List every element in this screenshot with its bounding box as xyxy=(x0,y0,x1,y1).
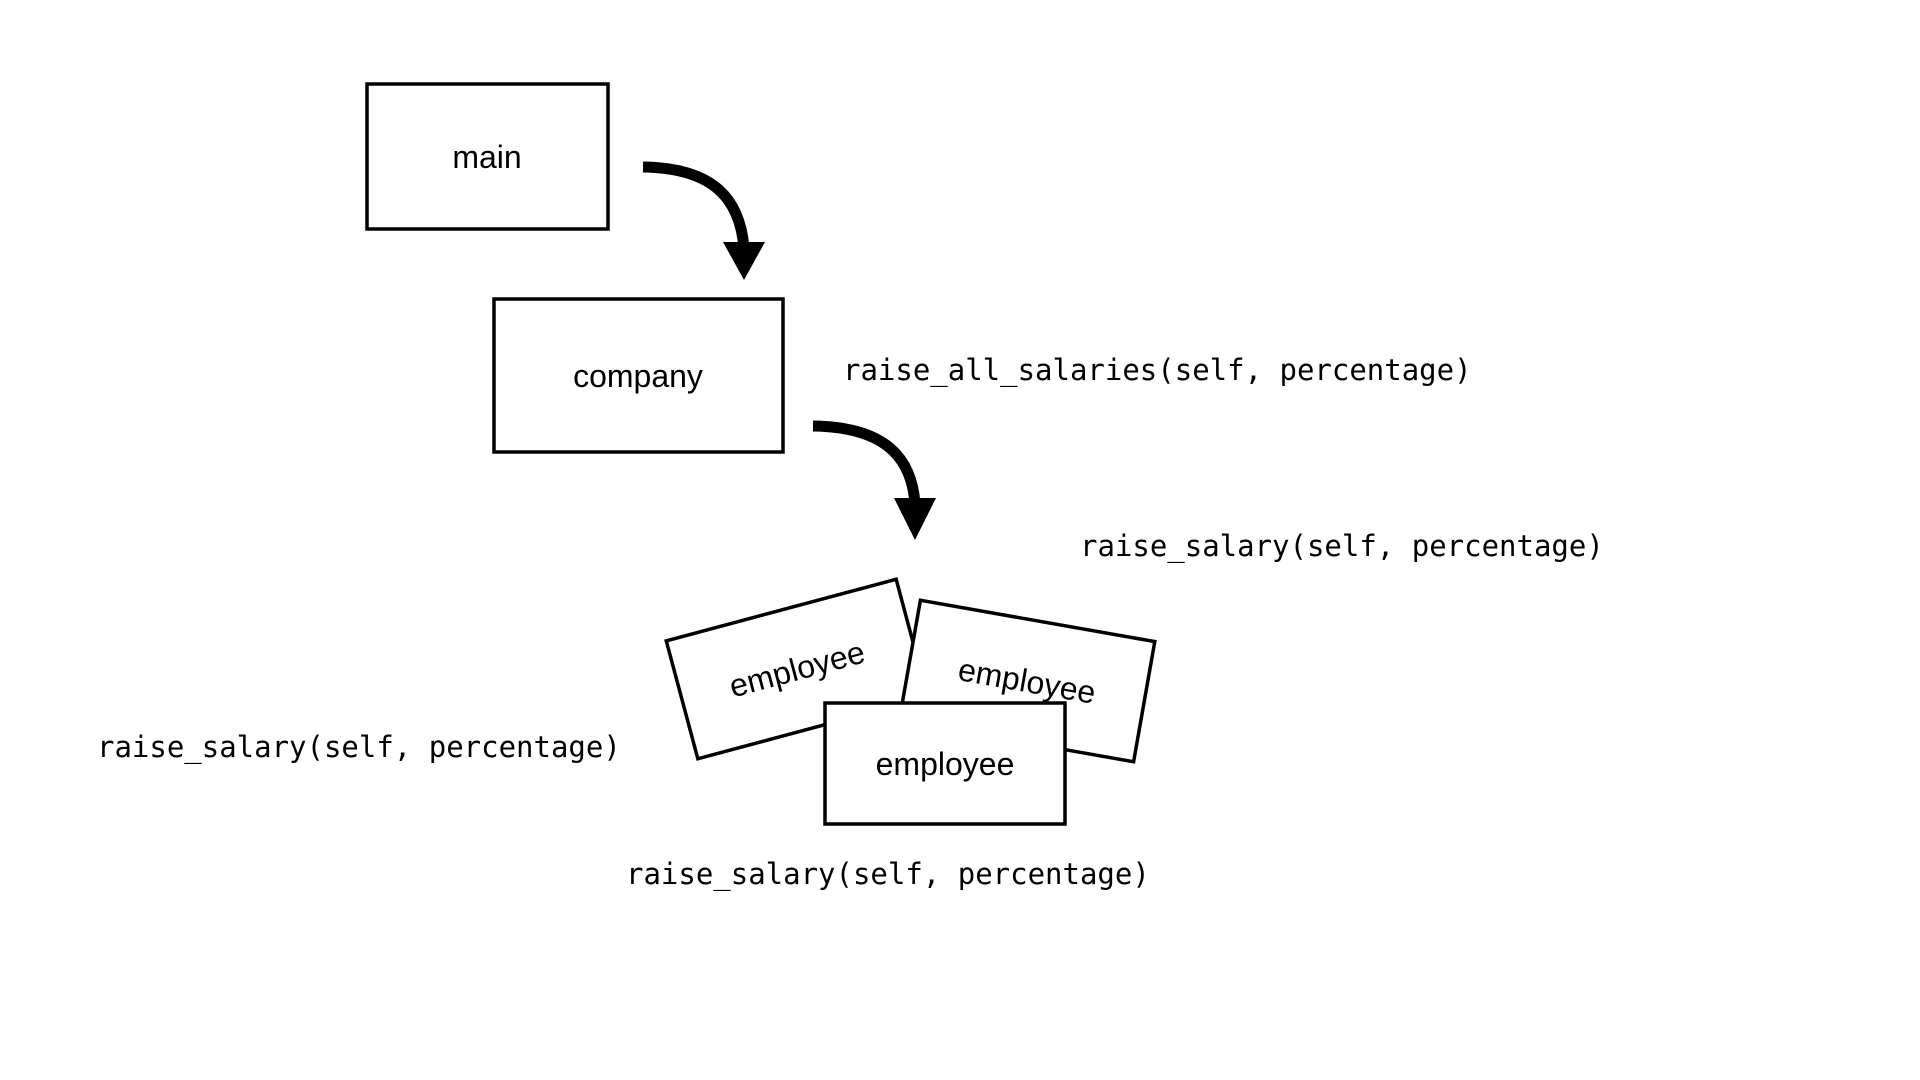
employee-front-label: employee xyxy=(876,746,1015,782)
call-arrow-company-to-employees xyxy=(812,420,936,540)
main-node: main xyxy=(365,82,610,231)
main-label: main xyxy=(452,139,521,175)
company-label: company xyxy=(573,358,703,394)
company-node: company xyxy=(492,297,785,454)
company-method-label: raise_all_salaries(self, percentage) xyxy=(843,353,1472,388)
employee-front-method-label: raise_salary(self, percentage) xyxy=(626,857,1150,892)
employee-left-method-label: raise_salary(self, percentage) xyxy=(97,730,621,765)
employee-node-front: employee xyxy=(823,701,1067,826)
call-arrow-main-to-company xyxy=(642,161,765,280)
employee-right-method-label: raise_salary(self, percentage) xyxy=(1080,529,1604,564)
